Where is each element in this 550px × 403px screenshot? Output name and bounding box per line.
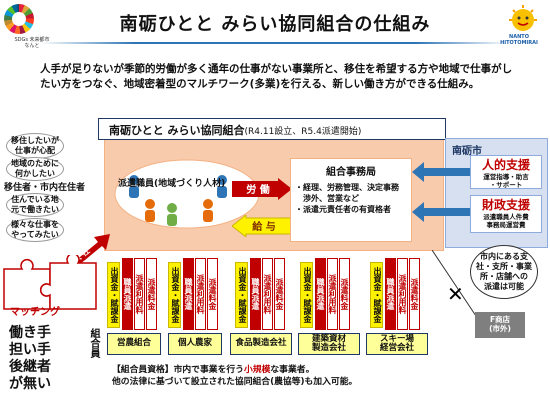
- blocked-line: [432, 250, 477, 317]
- dispatch-arrow: 派遣料金: [207, 258, 218, 330]
- dispatch-arrow: 派遣料金: [146, 258, 157, 330]
- note-highlight: 小規模: [243, 365, 271, 375]
- outside-shop-box: F商店 (市外): [475, 312, 525, 338]
- financial-support-detail: 派遣職員人件費 事務局運営費: [483, 213, 529, 229]
- financial-support-box: 財政支援 派遣職員人件費 事務局運営費: [470, 195, 542, 233]
- dispatch-arrow: 派遣利用料: [262, 258, 273, 330]
- branch-callout: 市内にある支 社・支所・事業 所・店舗への 派遣は可能: [470, 245, 538, 299]
- human-support-box: 人的支援 運営指導・助言 ・サポート: [470, 155, 542, 189]
- human-support-detail: 運営指導・助言 ・サポート: [483, 173, 529, 189]
- dispatch-arrow: 派遣利用料: [327, 258, 338, 330]
- membership-note-line1: 【組合員資格】市内で事業を行う小規模な事業者。: [112, 364, 452, 376]
- membership-note: 【組合員資格】市内で事業を行う小規模な事業者。 他の法律に基づいて設立された協同…: [112, 364, 452, 388]
- title-underline: [40, 42, 510, 44]
- member-box: 営農組合: [107, 333, 161, 355]
- dispatch-arrow: 派遣利用料: [134, 258, 145, 330]
- salary-arrow: [232, 215, 292, 237]
- labor-label: 労 働: [246, 185, 270, 196]
- dispatch-arrow: 職員派遣: [250, 258, 261, 330]
- human-support-title: 人的支援: [481, 158, 530, 172]
- secretariat-item: ・派遣元責任者の有資格者: [295, 205, 391, 214]
- dispatch-arrow: 派遣利用料: [397, 258, 408, 330]
- sdgs-text: SDGs 未来都市 なんと: [14, 37, 50, 49]
- dispatch-arrow: 職員派遣: [385, 258, 396, 330]
- member-box: 建築資材 製造会社: [298, 333, 360, 355]
- sdgs-logo: [4, 4, 34, 34]
- nanto-logo-icon: [509, 5, 537, 31]
- secretariat-item: 渉外、営業など: [295, 194, 359, 203]
- dispatch-staff-label: 派遣職員(地域づくり人材): [118, 179, 226, 189]
- secretariat-box: 組合事務局 ・経理、労務管理、決定事務 渉外、営業など ・派遣元責任者の有資格者: [290, 158, 412, 242]
- cross-icon: ✕: [447, 282, 464, 306]
- wish-bubble: 住んでいる地 元で働きたい: [6, 193, 64, 217]
- staff-group-illustration: [114, 159, 260, 229]
- dispatch-arrow: 派遣料金: [409, 258, 420, 330]
- intro-text: 人手が足りないが季節的労働が多く通年の仕事がない事業所と、移住を希望する方や地域…: [40, 63, 513, 90]
- puzzle-illustration: [3, 255, 97, 310]
- dispatch-arrow: 派遣利用料: [195, 258, 206, 330]
- dispatch-arrow: 職員派遣: [183, 258, 194, 330]
- city-name: 南砺市: [452, 146, 482, 157]
- member-box: 個人農家: [168, 333, 222, 355]
- residents-label: 移住者・市内在住者: [4, 183, 86, 193]
- dispatch-arrow: 職員派遣: [122, 258, 133, 330]
- membership-note-line2: 他の法律に基づいて設立された協同組合(農協等)も加入可能。: [112, 377, 358, 387]
- fee-label: 出資金・賦課金: [107, 262, 120, 328]
- fee-label: 出資金・賦課金: [235, 262, 248, 328]
- cooperative-name: 南砺ひとと みらい協同組合: [109, 124, 245, 137]
- wish-bubble: 地域のために 何かしたい: [6, 157, 64, 181]
- note-suffix: な事業者。: [270, 365, 315, 375]
- fee-label: 出資金・賦課金: [370, 262, 383, 328]
- secretariat-item: ・経理、労務管理、決定事務: [295, 183, 399, 192]
- cooperative-title: 南砺ひとと みらい協同組合(R4.11設立、R5.4派遣開始): [98, 118, 446, 140]
- labor-arrow: [232, 178, 292, 200]
- support-arrows: [412, 162, 470, 222]
- member-box: スキー場 経営会社: [366, 333, 428, 355]
- wish-bubble: 移住したいが 仕事が心配: [6, 133, 64, 159]
- note-prefix: 【組合員資格】市内で事業を行う: [112, 365, 244, 375]
- nanto-logo-text: NANTO HITOTOMIRAI: [500, 34, 538, 46]
- financial-support-title: 財政支援: [481, 198, 530, 212]
- matching-label: マッチング: [10, 307, 60, 318]
- fee-label: 出資金・賦課金: [168, 262, 181, 328]
- wish-bubble: 様々な仕事を やってみたい: [6, 218, 64, 242]
- cooperative-title-note: (R4.11設立、R5.4派遣開始): [244, 127, 362, 137]
- dispatch-arrow: 派遣料金: [339, 258, 350, 330]
- salary-label: 給 与: [252, 222, 276, 233]
- fee-label: 出資金・賦課金: [300, 262, 313, 328]
- dispatch-arrow: 職員派遣: [315, 258, 326, 330]
- secretariat-title: 組合事務局: [326, 167, 376, 178]
- member-box: 食品製造会社: [230, 333, 292, 355]
- page-title: 南砺ひとと みらい協同組合の仕組み: [119, 14, 431, 35]
- members-label: 組合員: [88, 328, 99, 358]
- workers-label: 働き手 担い手 後継者 が無い: [9, 325, 51, 392]
- dispatch-arrow: 派遣料金: [274, 258, 285, 330]
